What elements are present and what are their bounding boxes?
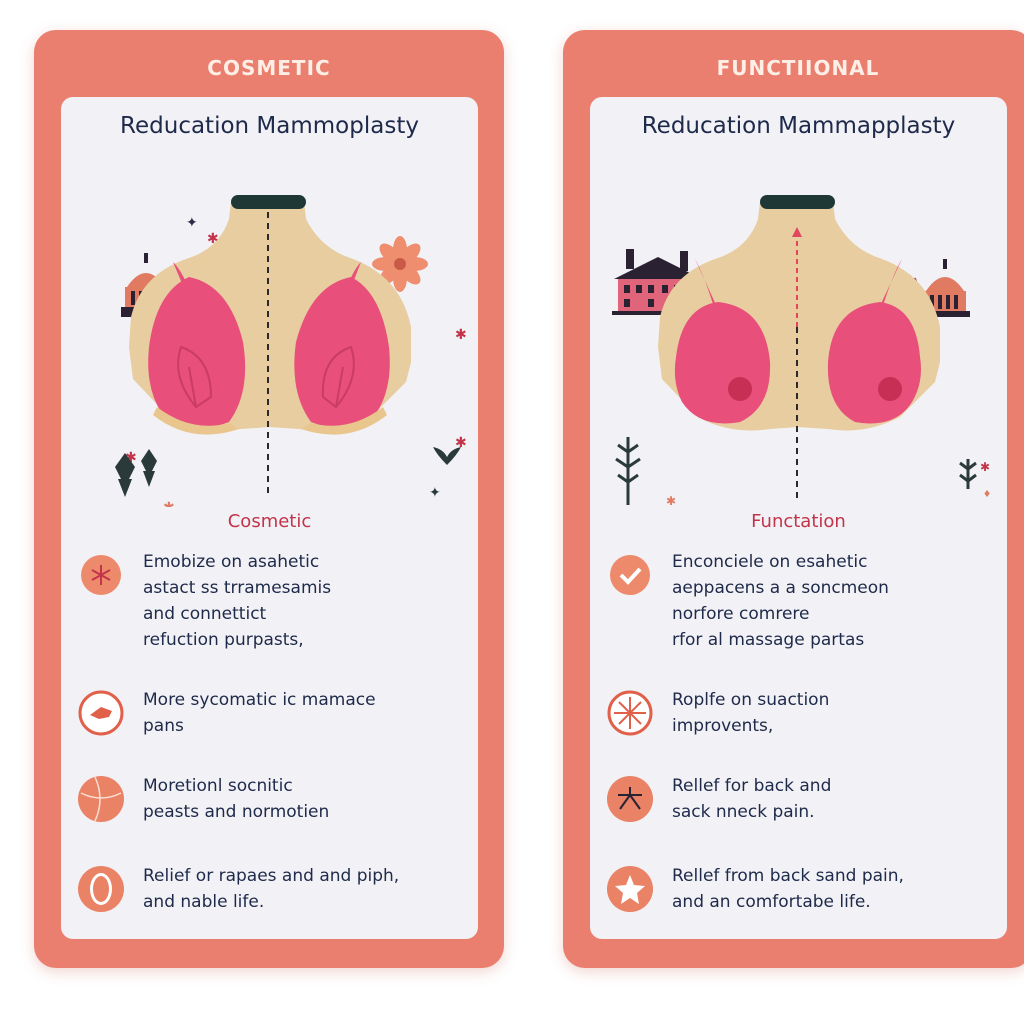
leaf-icon (433, 447, 461, 465)
item-text: Relief or rapaes and and piph,and nable … (143, 866, 400, 912)
tree-icon (115, 449, 157, 497)
svg-text:✦: ✦ (429, 484, 441, 500)
panel-title: Reducation Mammoplasty (120, 113, 419, 139)
oval-ring-icon (78, 866, 124, 912)
card-header: COSMETIC (207, 56, 331, 80)
star-circle-icon (607, 866, 653, 912)
svg-text:✱: ✱ (455, 434, 467, 450)
starburst-circle-icon (607, 690, 653, 736)
dome-building-icon (920, 259, 970, 317)
card-header: FUNCTIIONAL (716, 56, 880, 80)
svg-text:✱: ✱ (207, 230, 219, 246)
cosmetic-card: COSMETIC Reducation Mammoplasty (34, 30, 504, 968)
svg-text:✱: ✱ (125, 449, 137, 465)
flower-icon (372, 236, 428, 292)
svg-text:✱: ✱ (666, 494, 676, 507)
tree-icon (615, 437, 977, 505)
hand-circle-icon (78, 690, 124, 736)
panel-title: Reducation Mammapplasty (641, 113, 956, 139)
section-label: Cosmetic (227, 511, 312, 532)
section-label: Functation (751, 511, 846, 532)
torso-illustration: ✱ ✦ ✱ ✱ ♦ (612, 195, 990, 507)
svg-text:✦: ✦ (186, 214, 198, 230)
card-panel: Reducation Mammapplasty ✱ ✦ ✱ (590, 97, 1007, 939)
check-circle-icon (610, 555, 650, 595)
asterisk-circle-icon (81, 555, 121, 595)
functional-card: FUNCTIIONAL Reducation Mammapplasty ✱ ✦ … (563, 30, 1024, 968)
item-text: Rellef from back sand pain,and an comfor… (672, 866, 904, 912)
svg-text:✱: ✱ (163, 499, 175, 507)
card-panel: Reducation Mammoplasty (61, 97, 478, 939)
torso-illustration: ✦ ✱ ✱ ✱ ✱ ✱ ✦ (115, 195, 467, 507)
cross-circle-icon (607, 776, 653, 822)
ball-icon (78, 776, 124, 822)
svg-text:✱: ✱ (980, 460, 990, 474)
svg-text:✱: ✱ (455, 326, 467, 342)
svg-text:♦: ♦ (984, 486, 990, 500)
